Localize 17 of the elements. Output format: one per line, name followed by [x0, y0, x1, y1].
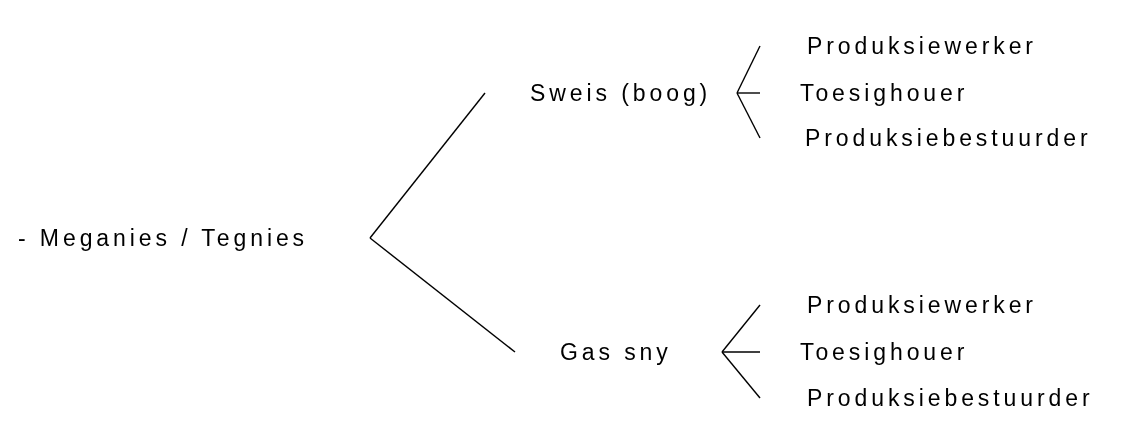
node-label: Produksiebestuurder [760, 122, 1110, 154]
node-label: Toesighouer [760, 336, 1110, 368]
node-label: Produksiewerker [760, 30, 1110, 62]
node-label: Sweis (boog) [485, 77, 737, 109]
connector-line [736, 45, 761, 94]
connector-line [721, 351, 761, 353]
node-label: Produksiebestuurder [760, 382, 1110, 414]
node-label: Toesighouer [760, 77, 1110, 109]
connector-line [369, 237, 516, 353]
node-label: Produksiewerker [760, 289, 1110, 321]
connector-line [736, 92, 761, 139]
connector-line [736, 92, 761, 94]
connector-line [721, 304, 761, 353]
node-label: Gas sny [515, 336, 722, 368]
node-label: - Meganies / Tegnies [0, 222, 370, 254]
connector-line [721, 351, 761, 399]
connector-line [369, 92, 486, 239]
